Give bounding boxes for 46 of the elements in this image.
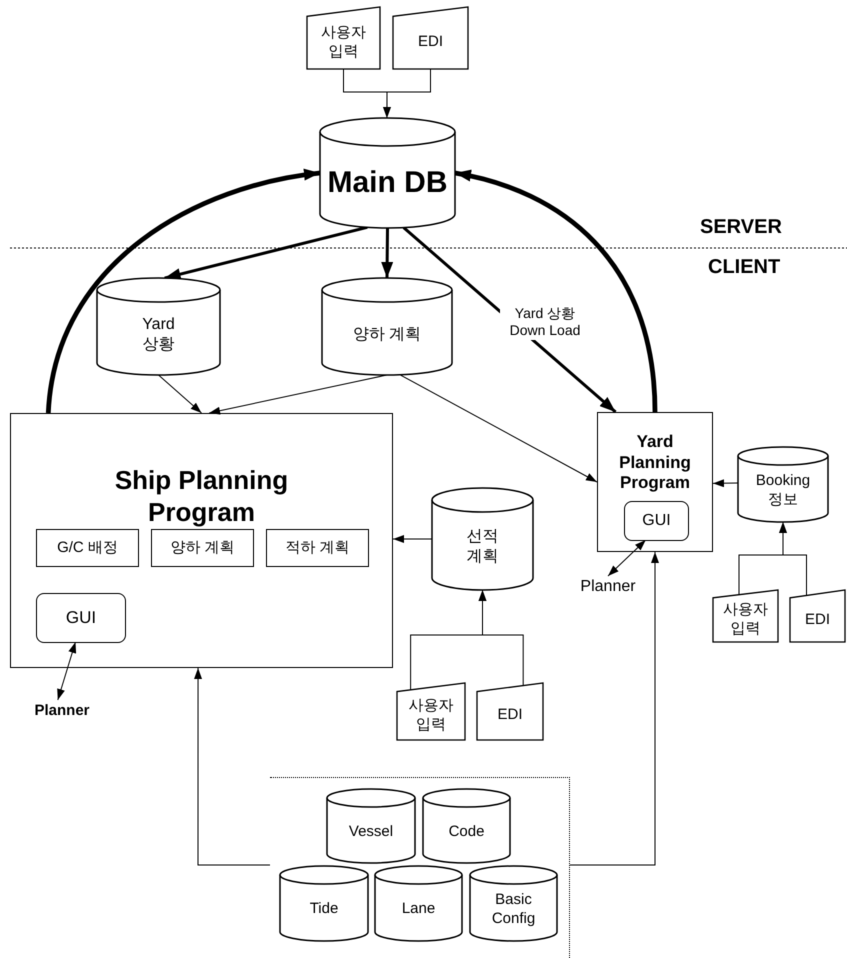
gui-box: GUI (624, 501, 689, 541)
database-cylinder: Tide (280, 866, 368, 941)
arrow (381, 228, 394, 278)
arrow (46, 169, 320, 414)
arrow (478, 590, 524, 686)
database-cylinder: Code (423, 789, 510, 863)
database-cylinder: Lane (375, 866, 462, 941)
arrow (570, 552, 659, 866)
arrow (392, 534, 432, 543)
arrow (454, 170, 658, 412)
database-cylinder: Booking 정보 (738, 447, 828, 522)
function-box: G/C 배정 (36, 529, 139, 567)
program-box (10, 413, 393, 668)
arrow (208, 374, 388, 415)
manual-input-shape: EDI (790, 590, 845, 642)
box-title: Yard Planning Program (618, 432, 692, 494)
manual-input-shape: EDI (393, 7, 468, 69)
arrow (158, 374, 202, 414)
manual-input-shape: 사용자 입력 (307, 7, 380, 69)
arrow (608, 540, 646, 576)
group-frame (270, 777, 570, 958)
box-title: Ship Planning Program (114, 465, 290, 528)
actor-label: Planner (20, 700, 104, 722)
zone-label: CLIENT (708, 256, 780, 279)
database-cylinder: Yard 상황 (97, 278, 220, 375)
database-cylinder: Vessel (327, 789, 415, 863)
function-box: 적하 계획 (266, 529, 369, 567)
arrow (164, 226, 368, 280)
function-box: 양하 계획 (151, 529, 254, 567)
arrow (779, 522, 807, 596)
manual-input-shape: EDI (477, 683, 543, 740)
zone-label: SERVER (700, 216, 782, 239)
arrow (382, 68, 431, 118)
arrow (712, 479, 738, 488)
actor-label: Planner (570, 576, 646, 598)
arrow (400, 374, 598, 482)
manual-input-shape: 사용자 입력 (713, 590, 778, 642)
program-box (597, 412, 713, 552)
gui-box: GUI (36, 593, 126, 643)
arrow (57, 642, 76, 700)
database-cylinder: 양하 계획 (322, 278, 452, 375)
database-cylinder: Main DB (320, 118, 455, 228)
database-cylinder: 선적 계획 (432, 488, 533, 590)
database-cylinder: Basic Config (470, 866, 557, 941)
manual-input-shape: 사용자 입력 (397, 683, 465, 740)
arrow (194, 668, 270, 866)
